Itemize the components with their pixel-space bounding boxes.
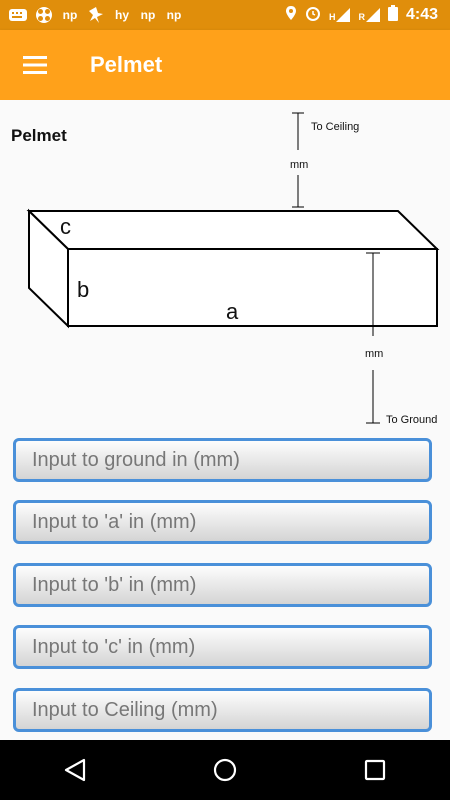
label-a: a <box>226 299 239 324</box>
main-content: Pelmet To Ceiling mm c b a mm To Ground <box>0 100 450 740</box>
battery-icon <box>387 4 398 26</box>
label-c: c <box>60 214 71 239</box>
ceiling-unit: mm <box>290 159 308 171</box>
pelmet-diagram: Pelmet To Ceiling mm c b a mm To Ground <box>11 112 440 426</box>
ceiling-input-field[interactable] <box>13 688 432 732</box>
ground-label: To Ground <box>386 414 437 426</box>
app-icon <box>34 7 54 23</box>
ceiling-dimension: To Ceiling mm <box>290 112 359 208</box>
c-input-field[interactable] <box>13 625 432 669</box>
hamburger-menu-icon[interactable] <box>0 30 70 100</box>
navigation-bar <box>0 740 450 800</box>
messages-icon <box>8 7 28 23</box>
np-icon: np <box>62 8 78 22</box>
location-icon <box>285 5 297 26</box>
status-bar: np hy np np H R 4:43 <box>0 0 450 30</box>
b-input[interactable] <box>16 566 429 604</box>
r-signal-icon: R <box>358 8 380 22</box>
a-input[interactable] <box>16 503 429 541</box>
h-signal-label: H <box>328 12 336 22</box>
recents-icon[interactable] <box>345 740 405 800</box>
pelmet-box <box>26 208 440 329</box>
ceiling-input[interactable] <box>16 691 429 729</box>
app-bar: Pelmet <box>0 30 450 100</box>
c-input[interactable] <box>16 628 429 666</box>
system-icons: H R 4:43 <box>285 4 450 26</box>
label-b: b <box>77 277 89 302</box>
ground-dimension: mm To Ground <box>365 252 437 426</box>
sports-icon <box>86 7 106 23</box>
ground-input[interactable] <box>16 441 429 479</box>
ground-input-field[interactable] <box>13 438 432 482</box>
b-input-field[interactable] <box>13 563 432 607</box>
home-icon[interactable] <box>195 740 255 800</box>
notification-icons: np hy np np <box>0 7 184 23</box>
np-icon: np <box>140 8 156 22</box>
a-input-field[interactable] <box>13 500 432 544</box>
h-signal-icon: H <box>329 8 351 22</box>
diagram-title: Pelmet <box>11 126 67 145</box>
r-signal-label: R <box>358 12 365 22</box>
hy-icon: hy <box>114 8 129 22</box>
page-title: Pelmet <box>90 52 163 77</box>
ground-unit: mm <box>365 348 383 360</box>
alarm-icon <box>305 5 321 26</box>
np-icon: np <box>166 8 182 22</box>
back-icon[interactable] <box>45 740 105 800</box>
status-time: 4:43 <box>405 6 438 23</box>
ceiling-label: To Ceiling <box>311 121 359 133</box>
